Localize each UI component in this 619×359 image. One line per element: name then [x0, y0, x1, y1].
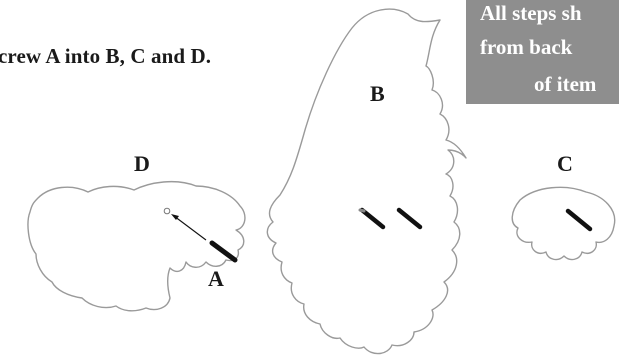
screw-a-icon — [209, 240, 238, 263]
part-label-a: A — [208, 266, 224, 291]
screw-hole-icon — [163, 207, 171, 215]
note-line-3: of item — [534, 72, 597, 96]
part-d-outline — [27, 181, 246, 312]
note-line-2: from back — [480, 35, 573, 59]
screw-b-left-shadow — [358, 208, 366, 213]
part-label-c: C — [557, 151, 573, 176]
part-label-b: B — [370, 81, 385, 106]
note-box: All steps sh from back of item — [466, 0, 619, 104]
instruction-text: crew A into B, C and D. — [0, 44, 212, 68]
part-b-outline — [266, 8, 467, 355]
screw-b-right-icon — [396, 207, 423, 230]
screw-c-icon — [565, 208, 593, 232]
part-label-d: D — [134, 151, 150, 176]
note-line-1: All steps sh — [480, 1, 582, 25]
screw-b-left-icon — [359, 207, 386, 230]
arrow-head-icon — [171, 214, 179, 220]
part-c-outline — [511, 186, 616, 261]
direction-arrow-icon — [173, 215, 207, 241]
